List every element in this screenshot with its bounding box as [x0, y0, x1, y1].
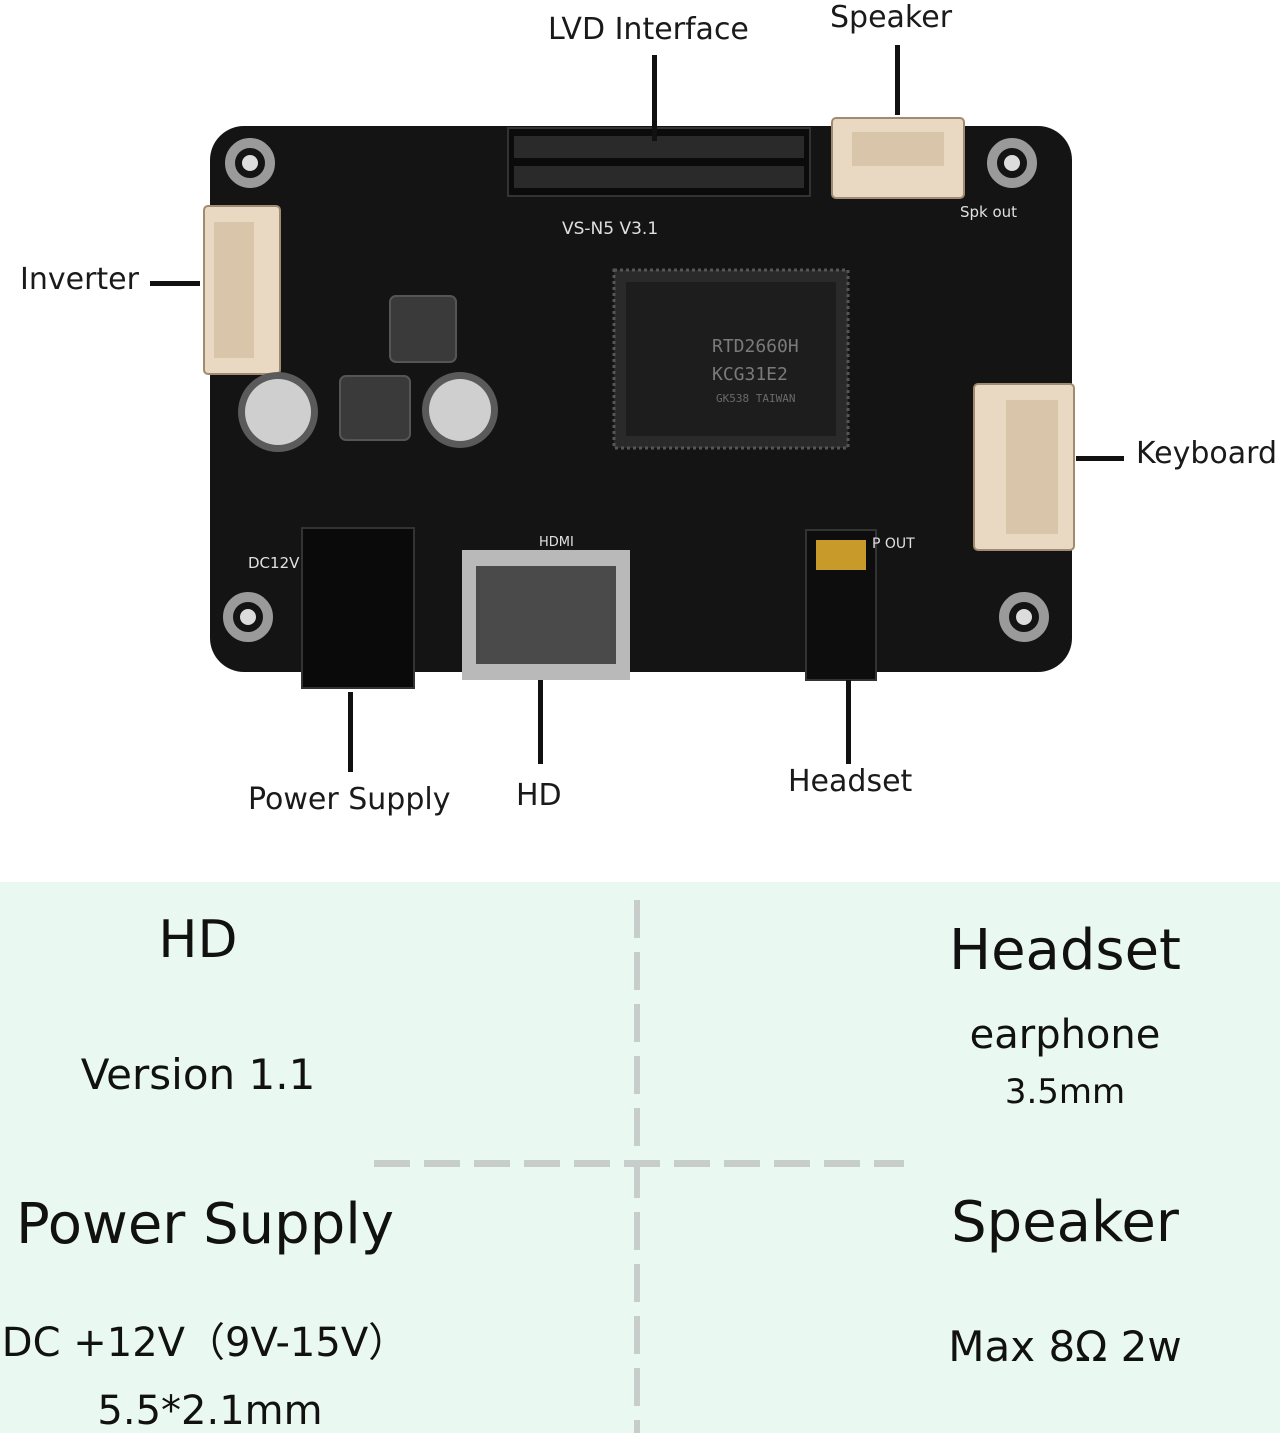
svg-text:DC12V: DC12V: [248, 554, 300, 572]
spec-hd-version: Version 1.1: [80, 1050, 316, 1099]
hd-pointer: [538, 680, 543, 764]
keyboard-pointer: [1076, 456, 1124, 461]
svg-text:HDMI: HDMI: [539, 535, 574, 550]
callout-keyboard: Keyboard: [1136, 436, 1278, 471]
svg-text:VS-N5 V3.1: VS-N5 V3.1: [562, 219, 658, 239]
spec-speaker-title: Speaker: [951, 1190, 1179, 1255]
controller-board-photo: RTD2660H KCG31E2 GK538 TAIWAN VS-N5 V3.1…: [203, 117, 1075, 689]
callout-headset: Headset: [788, 764, 913, 799]
svg-text:RTD2660H: RTD2660H: [712, 336, 799, 357]
svg-text:GK538 TAIWAN: GK538 TAIWAN: [716, 392, 795, 405]
speaker-connector: [831, 117, 965, 199]
spec-headset-title: Headset: [948, 918, 1181, 983]
spec-hd-title: HD: [158, 910, 238, 970]
inductors: [339, 295, 457, 441]
hdmi-port: [462, 550, 630, 680]
svg-text:Spk out: Spk out: [960, 203, 1017, 221]
callout-speaker: Speaker: [830, 0, 953, 35]
speaker-pointer: [895, 45, 900, 115]
inverter-pointer: [150, 281, 200, 286]
inverter-connector: [203, 205, 281, 375]
spec-headset-type: earphone: [969, 1012, 1161, 1058]
callout-lvd-interface: LVD Interface: [548, 12, 749, 47]
headset-pointer: [846, 680, 851, 764]
callout-hd: HD: [516, 778, 562, 813]
callout-power-supply: Power Supply: [248, 782, 451, 817]
callout-inverter: Inverter: [20, 262, 139, 297]
dc-power-jack: [301, 527, 415, 689]
main-chip: RTD2660H KCG31E2 GK538 TAIWAN: [612, 268, 850, 450]
spec-power-title: Power Supply: [16, 1192, 394, 1257]
audio-jack: [805, 529, 877, 681]
spec-headset-size: 3.5mm: [1004, 1072, 1126, 1112]
spec-panel: [0, 882, 1280, 1433]
spec-speaker-rating: Max 8Ω 2w: [948, 1322, 1182, 1371]
horizontal-divider: [374, 1160, 904, 1167]
spec-power-jack: 5.5*2.1mm: [97, 1388, 323, 1434]
power-supply-pointer: [348, 692, 353, 772]
lvds-header: [507, 127, 811, 197]
capacitors: [238, 372, 498, 452]
svg-text:P OUT: P OUT: [872, 536, 915, 552]
keyboard-connector: [973, 383, 1075, 551]
lvd-interface-pointer: [652, 55, 657, 141]
spec-power-voltage: DC +12V（9V-15V）: [1, 1320, 409, 1366]
mounting-holes: [223, 138, 1049, 642]
svg-text:KCG31E2: KCG31E2: [712, 364, 788, 385]
